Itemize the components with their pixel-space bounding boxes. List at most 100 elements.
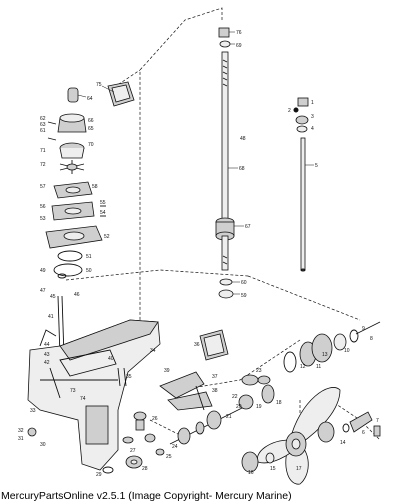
callout: 66 (88, 118, 94, 124)
callout: 42 (44, 360, 50, 366)
shift-bushing (295, 115, 309, 125)
water-pump-assembly (45, 87, 103, 279)
callout: 50 (86, 268, 92, 274)
callout: 46 (74, 292, 80, 298)
bearing-race (241, 374, 259, 386)
callout: 59 (241, 293, 247, 299)
thrust-hub-bore (130, 459, 138, 465)
callout: 43 (44, 352, 50, 358)
forward-gear (238, 394, 254, 410)
callout: 32 (18, 428, 24, 434)
callout: 24 (172, 444, 178, 450)
prop-nut (317, 421, 335, 443)
decal-plate-lower (199, 329, 229, 361)
callout: 12 (300, 364, 306, 370)
callout: 11 (316, 364, 321, 370)
shift-rod (300, 137, 306, 272)
prop-spacer (265, 452, 275, 464)
callout: 62 (40, 116, 46, 122)
callout: 55 (100, 200, 106, 206)
callout: 64 (87, 96, 93, 102)
callout-labels: 76 69 68 67 60 59 1 2 3 4 5 75 64 63 62 … (18, 30, 379, 478)
shift-seal (296, 125, 308, 133)
callout: 8 (370, 336, 373, 342)
callout: 75 (96, 82, 102, 88)
callout: 16 (248, 470, 254, 476)
driveshaft-ring (219, 40, 231, 48)
propeller-shaft (169, 403, 251, 445)
callout: 58 (92, 184, 98, 190)
driveshaft-washer-lower (218, 289, 234, 299)
callout: 71 (40, 148, 46, 154)
callout: 45 (50, 294, 56, 300)
callout: 27 (130, 448, 136, 454)
callout: 26 (152, 416, 158, 422)
thrust-washer (241, 451, 259, 473)
callout: 3 (311, 114, 314, 120)
bearing-carrier-group (283, 321, 381, 373)
reverse-gear (261, 384, 275, 404)
callout: 28 (142, 466, 148, 472)
callout: 19 (256, 404, 262, 410)
prop-cone (349, 411, 373, 433)
callout: 40 (108, 356, 114, 362)
callout: 56 (40, 204, 46, 210)
callout: 44 (44, 342, 50, 348)
callout: 22 (232, 394, 238, 400)
callout: 13 (322, 352, 328, 358)
callout: 14 (340, 440, 346, 446)
callout: 61 (40, 128, 46, 134)
shim-washer (102, 466, 114, 474)
anode-bolt (27, 427, 37, 437)
callout: 20 (236, 404, 242, 410)
callout: 1 (311, 100, 314, 106)
callout: 39 (164, 368, 170, 374)
prop-tab-washer (342, 423, 350, 433)
callout: 70 (88, 142, 94, 148)
callout: 48 (240, 136, 246, 142)
callout: 31 (18, 436, 24, 442)
callout: 5 (315, 163, 318, 169)
driveshaft-cap (218, 27, 230, 38)
callout: 52 (104, 234, 110, 240)
bearing-carrier-seal (257, 375, 271, 385)
callout: 38 (212, 388, 218, 394)
callout: 72 (40, 162, 46, 168)
callout: 74 (80, 396, 86, 402)
prop-lock (373, 425, 381, 437)
callout: 6 (362, 430, 365, 436)
copyright-caption: MercuryPartsOnline v2.5.1 (Image Copyrig… (1, 490, 292, 502)
driveshaft-washer (219, 278, 233, 286)
shift-coupler (297, 97, 309, 107)
callout: 9 (362, 326, 365, 332)
callout: 63 (40, 122, 46, 128)
callout: 57 (40, 184, 46, 190)
callout: 73 (70, 388, 76, 394)
callout: 53 (40, 216, 46, 222)
callout: 41 (48, 314, 54, 320)
shift-pin (293, 107, 299, 113)
housing-bolt (123, 367, 127, 387)
callout: 23 (256, 368, 262, 374)
callout: 36 (194, 342, 200, 348)
trim-tab (159, 371, 213, 411)
callout: 4 (311, 126, 314, 132)
housing-bolt (117, 367, 121, 387)
callout: 51 (86, 254, 92, 260)
callout: 65 (88, 126, 94, 132)
callout: 2 (288, 108, 291, 114)
leader-lines (77, 31, 314, 295)
callout: 67 (245, 224, 251, 230)
gear-housing (27, 319, 161, 471)
callout: 76 (236, 30, 242, 36)
callout: 17 (296, 466, 302, 472)
callout: 34 (150, 348, 156, 354)
callout: 68 (239, 166, 245, 172)
decal-plate (107, 81, 135, 107)
callout: 15 (270, 466, 276, 472)
pump-bolt (47, 137, 57, 141)
exploded-parts-diagram: 76 69 68 67 60 59 1 2 3 4 5 75 64 63 62 … (18, 7, 381, 485)
callout: 10 (344, 348, 350, 354)
callout: 47 (40, 288, 46, 294)
callout: 35 (126, 374, 132, 380)
